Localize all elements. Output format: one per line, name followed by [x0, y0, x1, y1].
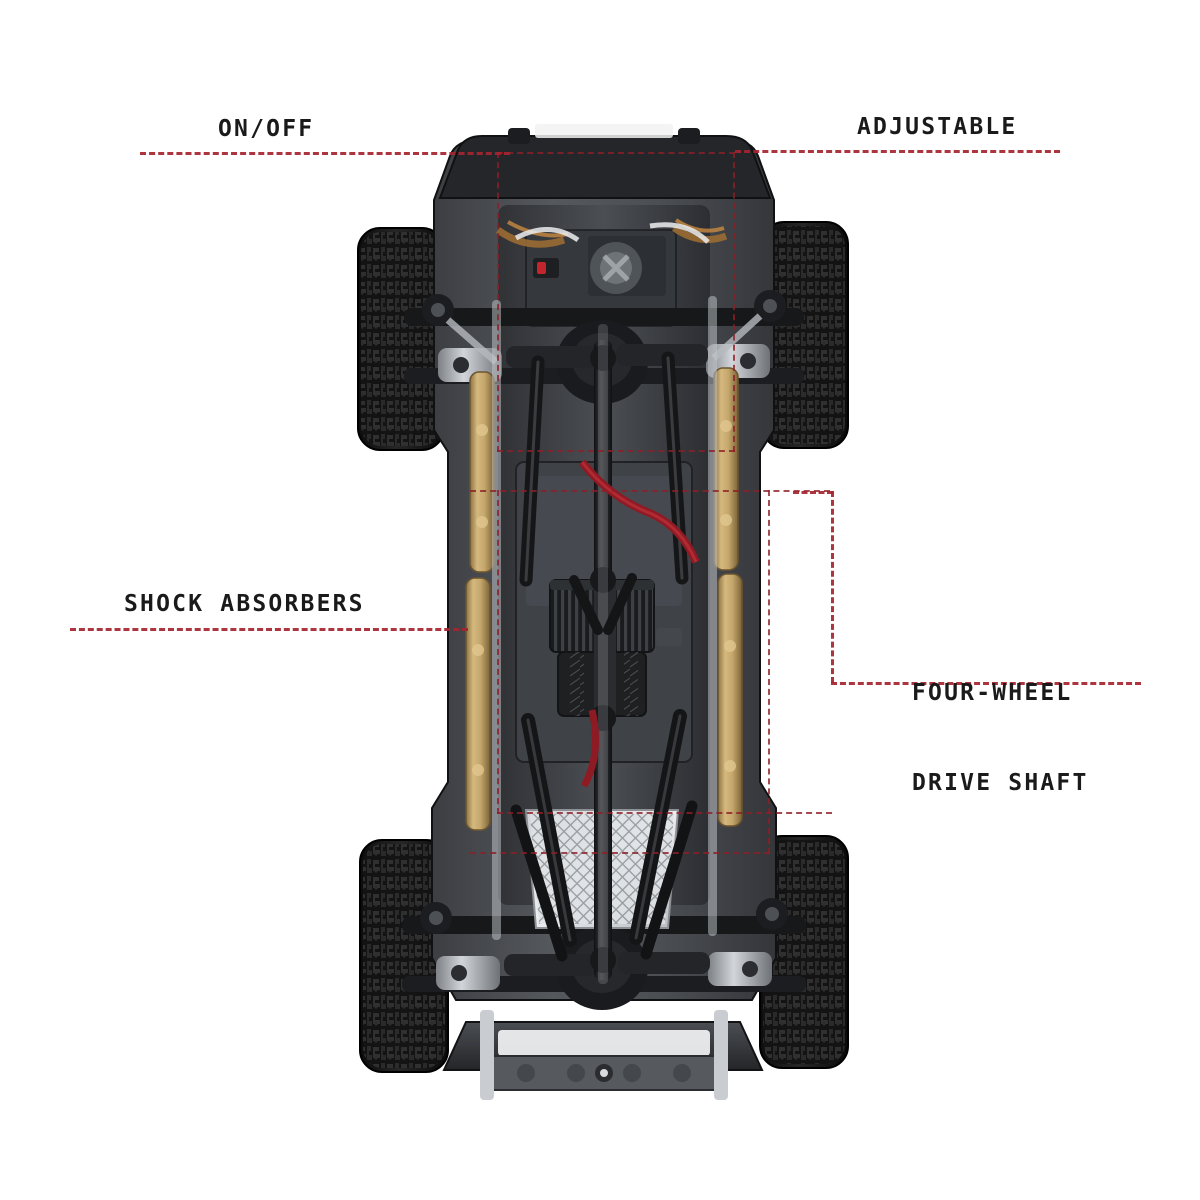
shock-absorber-front-right	[713, 367, 739, 571]
rear-hub-right	[708, 952, 772, 986]
callout-label-4wd-line-2: DRIVE SHAFT	[912, 770, 1089, 796]
rear-bumper	[442, 1010, 764, 1100]
leader-line-4wd-top	[793, 491, 833, 494]
leader-line-adjustable	[735, 150, 1060, 153]
frame-rail-right	[708, 296, 717, 936]
power-switch-toggle	[537, 262, 546, 274]
tire-rear-left	[359, 839, 449, 1073]
callout-label-on-off: ON/OFF	[218, 116, 315, 142]
shock-absorber-rear-left	[465, 577, 491, 831]
overlay-box-right-edge-1	[733, 152, 735, 452]
leader-line-shock	[70, 628, 468, 631]
tire-front-right	[761, 221, 849, 449]
front-bumper	[438, 135, 772, 199]
overlay-box-mid-edge-1	[497, 450, 735, 452]
overlay-box-left-edge-2	[497, 490, 499, 814]
bumper-post-right	[678, 128, 700, 144]
callout-label-adjustable: ADJUSTABLE	[857, 114, 1018, 140]
front-light-bar	[535, 124, 673, 138]
callout-label-4wd-line-1: FOUR-WHEEL	[912, 680, 1073, 706]
leader-line-4wd-bottom	[831, 682, 1141, 685]
battery-wiring	[578, 459, 700, 788]
overlay-box-mid-edge-2	[470, 490, 830, 492]
shock-absorber-rear-right	[717, 573, 743, 827]
overlay-box-low-edge-1	[497, 812, 832, 814]
leader-line-on-off	[140, 152, 510, 155]
overlay-box-left-edge-1	[497, 152, 499, 452]
tire-front-left	[357, 227, 445, 451]
chassis-photograph	[330, 110, 875, 1120]
rear-hub-left	[436, 956, 500, 990]
overlay-box-top-edge	[497, 152, 735, 154]
suspension-links	[510, 351, 698, 962]
center-drive-shaft	[590, 324, 616, 984]
callout-label-shock-absorbers: SHOCK ABSORBERS	[124, 591, 365, 617]
bumper-post-left	[508, 128, 530, 144]
overlay-box-right-edge-2	[768, 490, 770, 854]
shock-absorber-front-left	[469, 371, 495, 573]
overlay-box-low-edge-2	[470, 852, 770, 854]
leader-line-4wd-vertical	[831, 491, 834, 683]
callout-label-four-wheel-drive-shaft: FOUR-WHEEL DRIVE SHAFT	[912, 618, 1089, 858]
tire-rear-right	[759, 835, 849, 1069]
